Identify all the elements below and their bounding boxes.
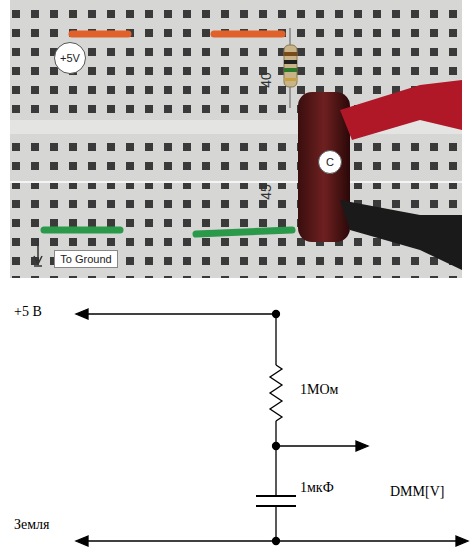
row-number: 45: [258, 184, 274, 200]
callout-text: C: [326, 156, 334, 168]
callout-text: +5V: [60, 52, 80, 64]
ground-label: Земля: [14, 517, 50, 533]
capacitor-callout: C: [318, 150, 342, 174]
breadboard-photo: [10, 0, 462, 278]
row-number: 40: [258, 72, 274, 88]
capacitor-value: 1мкФ: [300, 480, 334, 496]
voltage-callout: +5V: [54, 42, 86, 74]
supply-label: +5 В: [14, 304, 42, 320]
rc-schematic: [76, 309, 468, 546]
resistor-value: 1МОм: [300, 382, 338, 398]
meter-label: DMM[V]: [390, 484, 444, 500]
callout-text: To Ground: [60, 253, 111, 265]
ground-label-box: To Ground: [54, 250, 117, 268]
